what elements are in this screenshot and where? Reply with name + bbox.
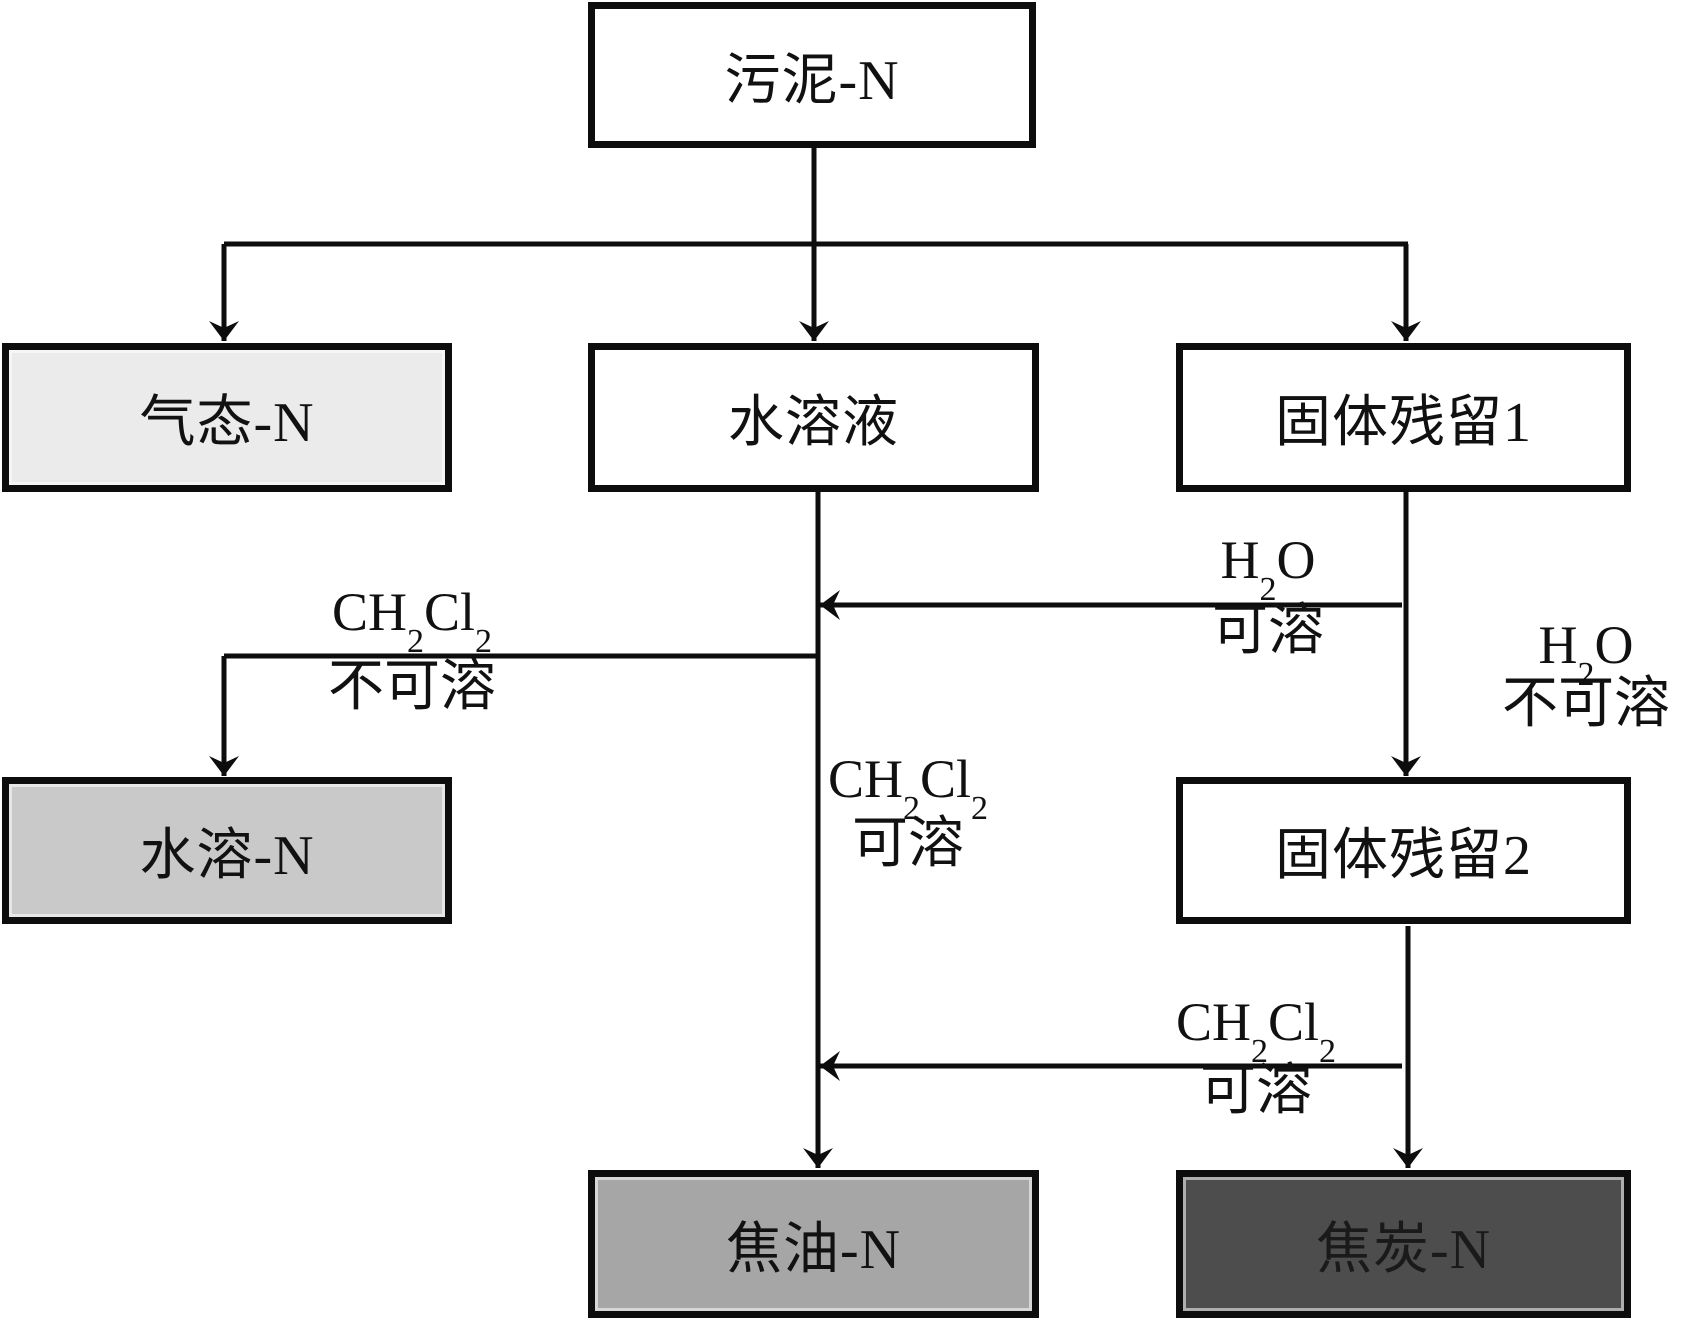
node-sludge-n: 污泥-N	[588, 2, 1036, 148]
formula-part: Cl	[1268, 992, 1320, 1052]
formula-subscript: 2	[475, 623, 493, 660]
formula-subscript: 2	[1577, 656, 1595, 693]
solubility-text: 可溶	[1200, 1060, 1313, 1122]
formula-part: CH	[331, 582, 407, 642]
node-label: 水溶-N	[139, 825, 315, 887]
node-water-soluble-n: 水溶-N	[2, 777, 452, 924]
node-label: 焦炭-N	[1315, 1218, 1492, 1281]
formula-subscript: 2	[1251, 1033, 1269, 1070]
formula-subscript: 2	[903, 790, 921, 827]
solubility-text: 不可溶	[1502, 673, 1670, 735]
node-label: 焦油-N	[725, 1218, 902, 1281]
formula-part: Cl	[423, 582, 476, 642]
node-gas-n: 气态-N	[2, 343, 452, 492]
formula-part: CH	[828, 749, 904, 809]
node-tar-n: 焦油-N	[588, 1170, 1039, 1318]
formula-subscript: 2	[1259, 571, 1277, 608]
solubility-text: 不可溶	[328, 656, 496, 718]
formula-part: O	[1276, 530, 1316, 590]
label-h2o-soluble: H2O 可溶	[1212, 533, 1324, 659]
node-solid-residue-1: 固体残留1	[1176, 343, 1631, 492]
node-label: 固体残留1	[1275, 392, 1532, 454]
solubility-text: 可溶	[852, 813, 965, 875]
formula-subscript: 2	[406, 623, 424, 660]
node-label: 固体残留2	[1275, 825, 1532, 887]
formula-subscript: 2	[971, 790, 989, 827]
node-label: 气态-N	[139, 392, 315, 454]
formula-part: H	[1538, 615, 1578, 675]
node-label: 水溶液	[728, 392, 899, 454]
label-ch2cl2-soluble-mid: CH2Cl2 可溶	[828, 752, 988, 872]
formula-part: Cl	[920, 749, 972, 809]
node-aqueous-solution: 水溶液	[588, 343, 1039, 492]
label-ch2cl2-insoluble: CH2Cl2 不可溶	[328, 585, 496, 715]
node-solid-residue-2: 固体残留2	[1176, 777, 1631, 924]
label-ch2cl2-soluble-right: CH2Cl2 可溶	[1176, 995, 1336, 1119]
formula-part: CH	[1176, 992, 1252, 1052]
node-label: 污泥-N	[724, 49, 900, 112]
solubility-text: 可溶	[1212, 600, 1324, 662]
formula-part: O	[1594, 615, 1634, 675]
label-h2o-insoluble: H2O 不可溶	[1502, 618, 1670, 732]
formula-subscript: 2	[1319, 1033, 1337, 1070]
formula-part: H	[1220, 530, 1260, 590]
node-char-n: 焦炭-N	[1176, 1170, 1631, 1318]
